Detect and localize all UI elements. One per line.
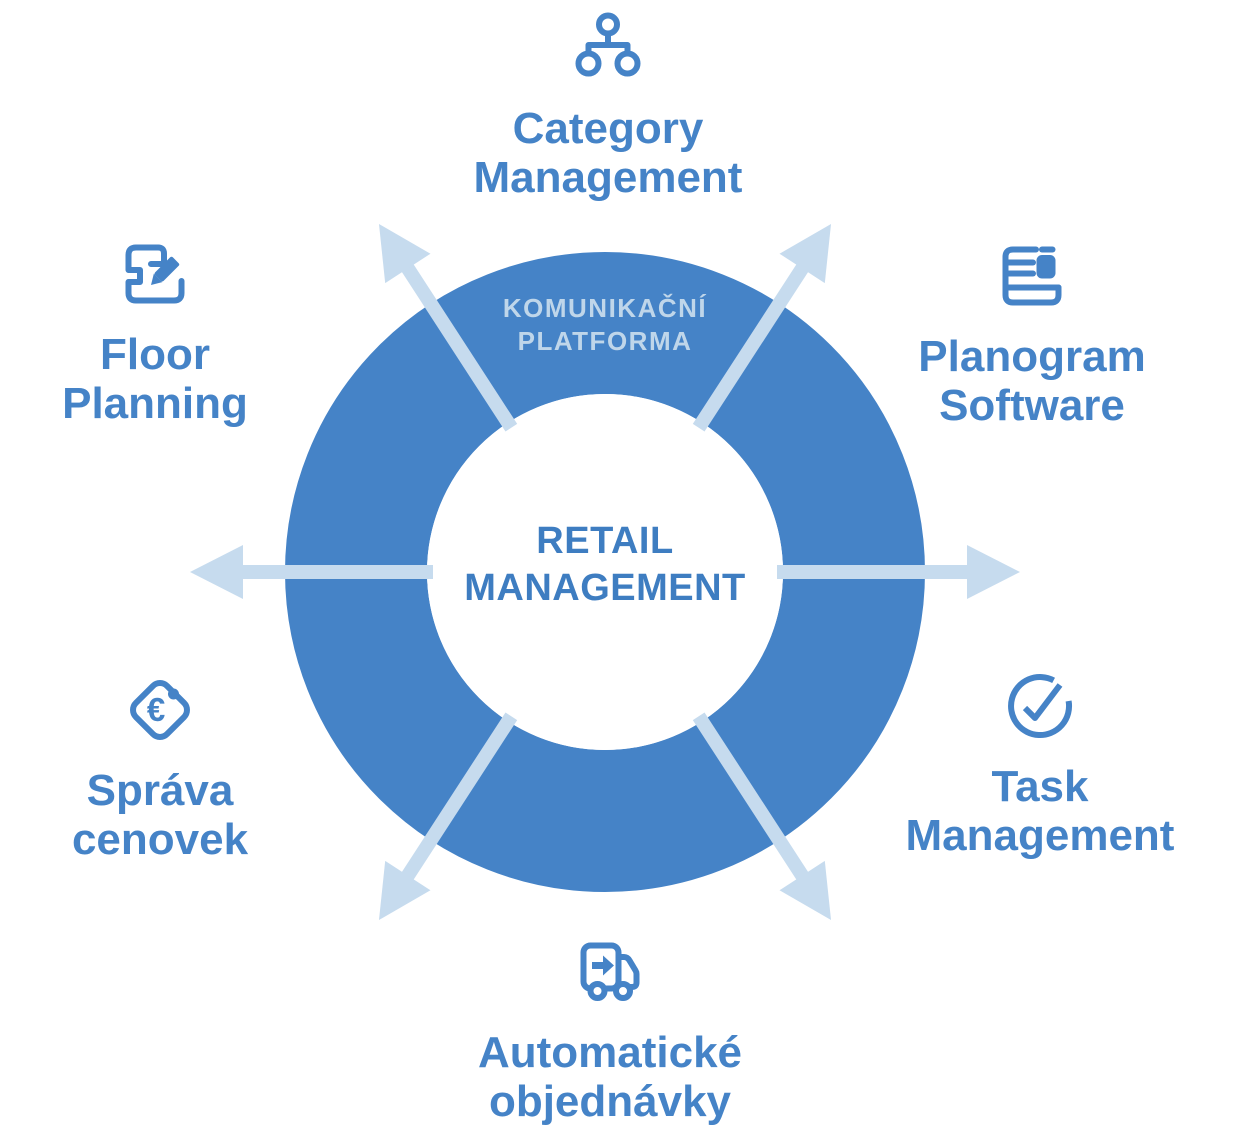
delivery-truck-icon	[574, 936, 646, 1008]
node-automaticke-objednavky: Automatické objednávky	[390, 936, 830, 1126]
hub-inner-circle	[427, 394, 783, 750]
node-sprava-cenovek: € Správa cenovek	[0, 674, 320, 864]
svg-text:€: €	[147, 691, 165, 728]
check-circle-icon	[1004, 670, 1076, 742]
node-label: Automatické objednávky	[477, 1028, 743, 1126]
arrow-up-left	[378, 223, 518, 432]
node-floor-planning: Floor Planning	[0, 238, 310, 428]
price-tag-euro-icon: €	[124, 674, 196, 746]
ring-label-line1: KOMUNIKAČNÍ	[502, 293, 708, 323]
center-title-line2: MANAGEMENT	[464, 567, 746, 609]
arrow-down-right	[692, 712, 832, 921]
arrow-left	[190, 545, 433, 599]
node-label: Category Management	[473, 104, 743, 202]
arrow-up-right	[692, 223, 832, 432]
node-planogram-software: Planogram Software	[852, 240, 1212, 430]
node-task-management: Task Management	[855, 670, 1225, 860]
node-label: Task Management	[905, 762, 1175, 860]
node-label: Planogram Software	[918, 332, 1146, 430]
node-category-management: Category Management	[408, 12, 808, 202]
sitemap-icon	[572, 12, 644, 84]
node-label: Správa cenovek	[71, 766, 249, 864]
center-title-line1: RETAIL	[536, 520, 674, 562]
center-title: RETAIL MANAGEMENT	[405, 518, 805, 612]
arrow-right	[777, 545, 1020, 599]
node-label: Floor Planning	[62, 330, 248, 428]
floorplan-pencil-icon	[119, 238, 191, 310]
arrow-down-left	[378, 712, 518, 921]
shelf-product-icon	[996, 240, 1068, 312]
ring-label-line2: PLATFORMA	[517, 326, 693, 356]
ring-label: KOMUNIKAČNÍ PLATFORMA	[405, 292, 805, 358]
